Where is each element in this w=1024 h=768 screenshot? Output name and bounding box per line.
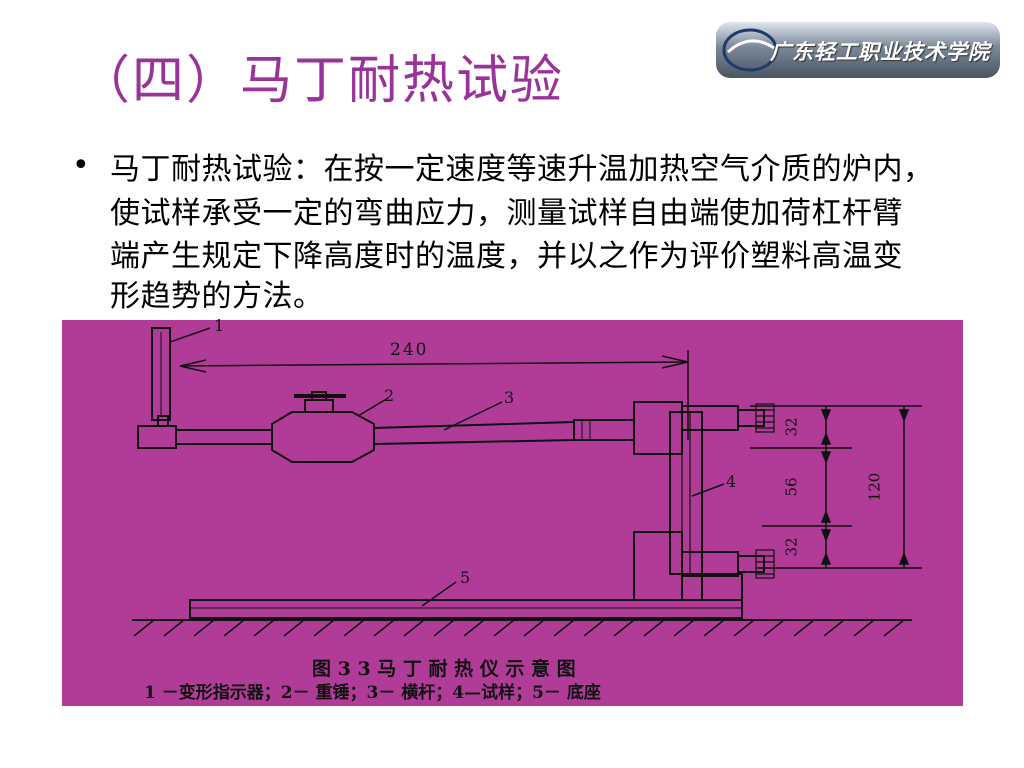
bullet-icon: • xyxy=(72,148,90,183)
bullet-line-2: 使试样承受一定的弯曲应力，测量试样自由端使加荷杠杆臂 xyxy=(110,196,903,231)
specimen-fixture xyxy=(633,401,775,601)
lever-bar xyxy=(373,419,635,445)
label-3: 3 xyxy=(504,388,515,407)
figure-caption: 图 3 3 马 丁 耐 热 仪 示 意 图 xyxy=(312,658,576,680)
bullet-line-1: 马丁耐热试验：在按一定速度等速升温加热空气介质的炉内， xyxy=(110,152,934,187)
base-plate xyxy=(189,599,743,619)
label-240: 240 xyxy=(390,340,429,360)
bullet-line-3: 端产生规定下降高度时的温度，并以之作为评价塑料高温变 xyxy=(110,239,903,274)
weight xyxy=(271,391,375,463)
figure-legend: 1 －变形指示器；2－ 重锤；3－ 横杆；4—试样；5－ 底座 xyxy=(144,683,601,703)
slide-title: （四）马丁耐热试验 xyxy=(78,51,565,111)
ground-hatching xyxy=(132,619,912,637)
dim-vertical-lines xyxy=(750,405,922,569)
deformation-indicator xyxy=(137,327,272,449)
dim-56: 56 xyxy=(782,477,801,497)
label-1: 1 xyxy=(214,316,225,335)
label-5: 5 xyxy=(460,568,471,587)
label-2: 2 xyxy=(384,386,395,405)
dim-240-line xyxy=(179,350,689,440)
dim-120: 120 xyxy=(865,472,884,502)
dim-32-bottom: 32 xyxy=(782,537,801,557)
logo-text: 广东轻工职业技术学院 xyxy=(770,39,990,64)
college-logo xyxy=(716,22,1000,78)
dim-32-top: 32 xyxy=(782,417,801,437)
label-4: 4 xyxy=(726,472,737,491)
martin-tester-diagram: 1 240 2 3 4 5 32 56 32 120 图 3 3 马 丁 耐 热… xyxy=(62,316,963,706)
leader-lines xyxy=(169,327,725,607)
bullet-line-4: 形趋势的方法。 xyxy=(110,279,324,314)
